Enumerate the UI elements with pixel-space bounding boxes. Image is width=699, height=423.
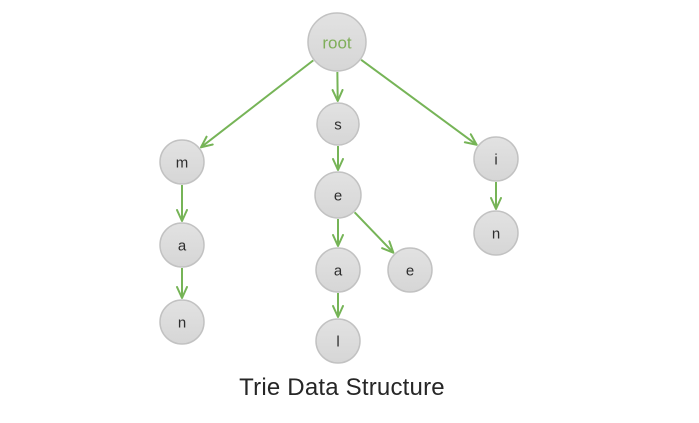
trie-node-label: root (322, 34, 352, 53)
trie-node-label: n (492, 226, 500, 243)
trie-node-e1: e (314, 171, 362, 219)
trie-node-label: l (336, 334, 339, 351)
trie-node-n1: n (159, 299, 205, 345)
trie-edge-root-m (199, 59, 314, 149)
trie-node-circle (159, 222, 205, 268)
trie-edges-layer (176, 58, 502, 318)
trie-node-i: i (473, 136, 519, 182)
trie-node-circle (316, 102, 360, 146)
trie-node-l: l (315, 318, 361, 364)
trie-nodes-layer: root m s i a n e a e l n (159, 12, 519, 364)
trie-node-root: root (307, 12, 367, 72)
trie-node-label: n (178, 315, 186, 332)
trie-node-circle (473, 210, 519, 256)
trie-node-circle (473, 136, 519, 182)
trie-node-label: a (178, 238, 187, 255)
trie-edge-root-i (360, 58, 478, 146)
trie-node-a2: a (315, 247, 361, 293)
trie-node-label: s (334, 117, 342, 134)
trie-node-label: a (334, 263, 343, 280)
trie-node-circle (314, 171, 362, 219)
trie-node-circle (315, 318, 361, 364)
trie-node-e2: e (387, 247, 433, 293)
trie-node-circle (387, 247, 433, 293)
trie-node-label: e (406, 263, 414, 280)
trie-node-label: m (176, 155, 189, 172)
trie-node-circle (159, 139, 205, 185)
trie-node-label: e (334, 188, 342, 205)
trie-node-s: s (316, 102, 360, 146)
trie-node-n2: n (473, 210, 519, 256)
trie-node-circle (315, 247, 361, 293)
diagram-title: Trie Data Structure (239, 374, 445, 401)
trie-node-a1: a (159, 222, 205, 268)
trie-node-m: m (159, 139, 205, 185)
trie-node-circle (307, 12, 367, 72)
trie-node-circle (159, 299, 205, 345)
trie-edge-e1-e2 (353, 211, 395, 254)
trie-node-label: i (494, 152, 497, 169)
